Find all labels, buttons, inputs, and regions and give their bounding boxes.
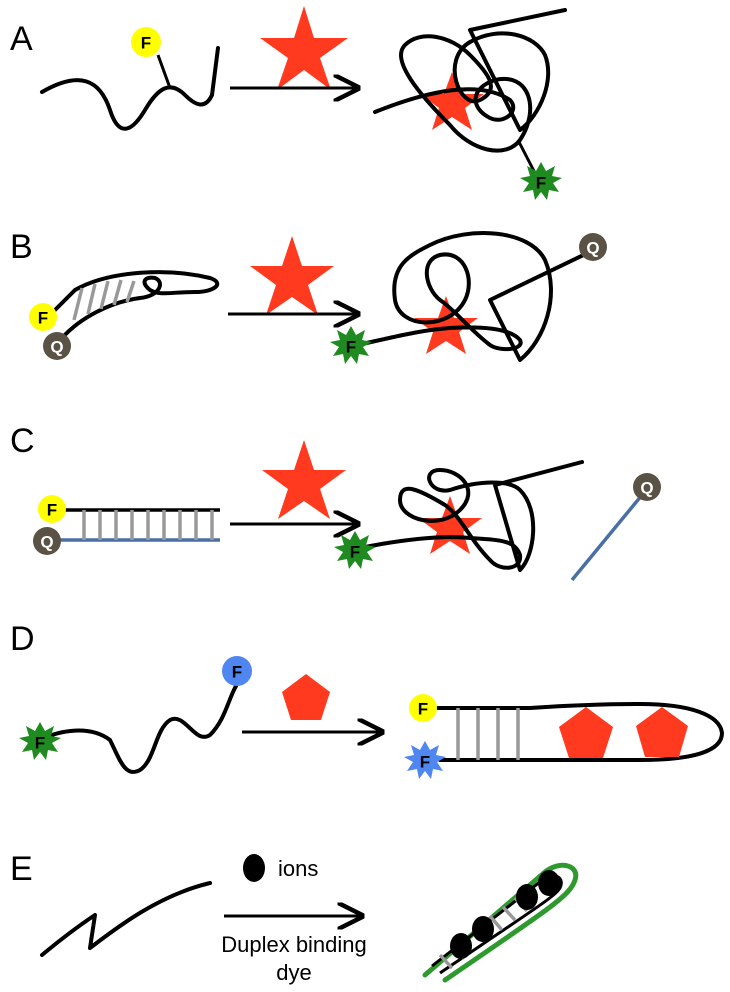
aptamer-strand-unbound	[40, 686, 236, 772]
svg-text:Q: Q	[586, 239, 599, 258]
svg-text:F: F	[418, 700, 428, 719]
fluorophore-icon: F	[29, 303, 57, 331]
svg-text:F: F	[35, 734, 45, 753]
panel-b: B F Q Q F	[10, 228, 607, 364]
fluorophore-icon: F	[19, 722, 61, 760]
panel-d: D F F F F	[10, 620, 722, 779]
target-star-icon	[250, 236, 334, 315]
panel-a: A F F	[10, 6, 565, 200]
aptamer-strand-folded	[362, 233, 598, 360]
panel-label-d: D	[10, 620, 35, 658]
quencher-icon: Q	[33, 527, 61, 555]
fluorophore-icon: F	[404, 741, 446, 779]
target-pentagon-icon	[282, 674, 330, 720]
fluorophore-icon: F	[334, 531, 376, 569]
quadruplex-structure	[425, 865, 576, 980]
linker	[158, 55, 170, 88]
aptamer-strand-folded	[360, 462, 582, 570]
quencher-icon: Q	[43, 332, 71, 360]
stem-rungs	[458, 708, 518, 760]
bound-pentagon-icon	[636, 707, 688, 757]
panel-c: C F Q F	[10, 422, 661, 580]
panel-label-e: E	[10, 850, 33, 888]
fluorophore-icon: F	[520, 162, 562, 200]
ion-icon	[450, 933, 472, 959]
svg-text:F: F	[47, 501, 57, 520]
svg-text:Q: Q	[50, 338, 63, 357]
target-star-icon	[262, 440, 346, 519]
unfolded-strand	[42, 883, 210, 955]
ion-icon	[472, 916, 494, 942]
target-star-icon	[260, 6, 348, 90]
fluorophore-icon: F	[330, 326, 372, 364]
dye-label-line1: Duplex binding	[221, 932, 367, 957]
ions-label: ions	[278, 856, 318, 881]
ion-icon	[243, 854, 265, 882]
svg-text:Q: Q	[40, 533, 53, 552]
panel-e: E ions Duplex binding dye	[10, 850, 576, 985]
fluorophore-icon: F	[131, 27, 161, 57]
released-complement-strand	[572, 495, 642, 580]
aptamer-strand-folded	[375, 10, 565, 151]
panel-label-a: A	[10, 20, 33, 58]
svg-text:F: F	[232, 663, 242, 682]
bound-pentagon-icon	[559, 707, 613, 758]
aptamer-strand-unbound	[42, 48, 218, 129]
fluorophore-icon: F	[38, 495, 66, 523]
quencher-icon: Q	[633, 473, 661, 501]
dye-label-line2: dye	[276, 960, 311, 985]
bound-target-star-icon	[418, 496, 482, 554]
svg-text:F: F	[346, 338, 356, 357]
svg-text:F: F	[350, 543, 360, 562]
svg-text:F: F	[420, 753, 430, 772]
panel-label-b: B	[10, 228, 33, 266]
ion-icon	[538, 870, 560, 896]
ion-icon	[516, 884, 538, 910]
quencher-icon: Q	[579, 233, 607, 261]
svg-text:F: F	[38, 309, 48, 328]
fluorophore-icon: F	[409, 694, 437, 722]
svg-text:F: F	[536, 174, 546, 193]
duplex-rungs	[84, 510, 212, 540]
svg-text:F: F	[141, 34, 151, 53]
fluorophore-icon: F	[222, 656, 252, 686]
panel-label-c: C	[10, 422, 35, 460]
svg-text:Q: Q	[640, 479, 653, 498]
